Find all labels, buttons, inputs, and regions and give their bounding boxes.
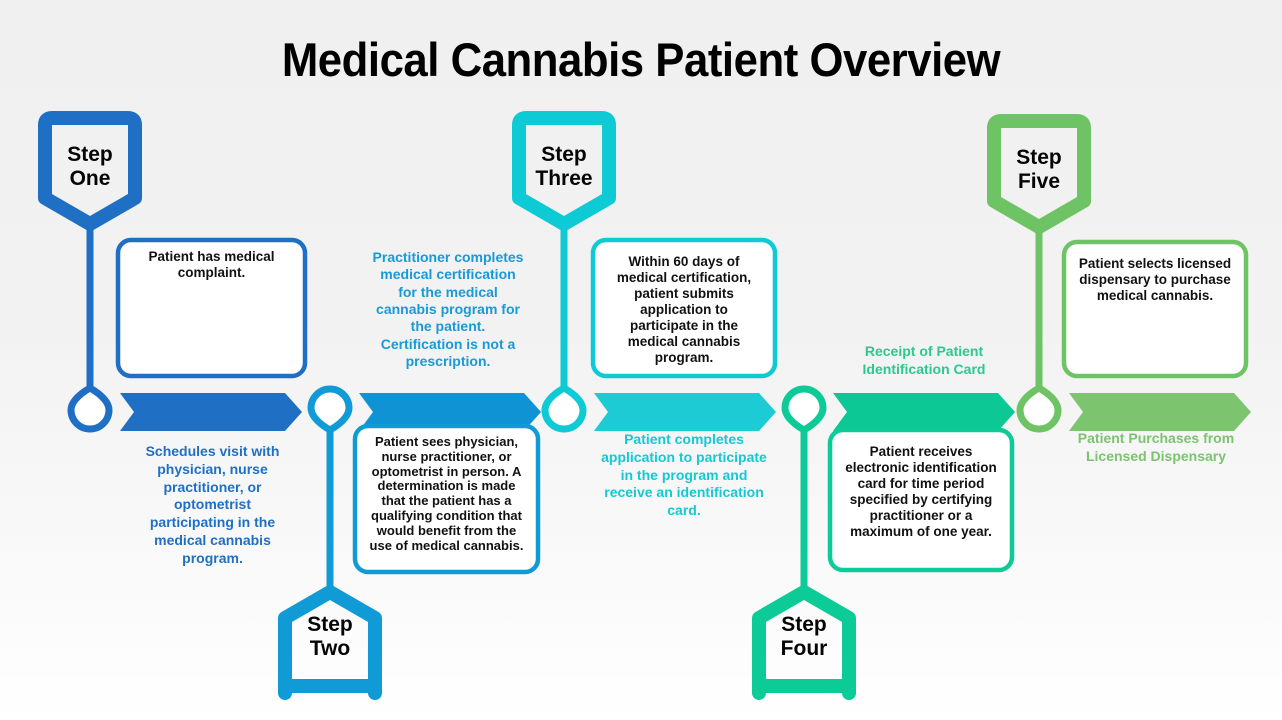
step-one-card: Patient has medical complaint. <box>118 240 305 376</box>
step-four-group <box>752 385 1015 700</box>
step-one-card-outline <box>115 237 308 379</box>
step-two-group <box>278 385 541 700</box>
step-two-card-outline <box>352 423 541 575</box>
step-four-caption: Receipt of Patient Identification Card <box>862 343 986 377</box>
step-four-marker[interactable] <box>752 585 856 700</box>
step-five-caption: Patient Purchases from Licensed Dispensa… <box>1077 430 1235 464</box>
step-four-card-outline <box>827 427 1015 573</box>
step-five-chevron[interactable] <box>1069 393 1251 431</box>
step-two-card-text: Patient sees physician, nurse practition… <box>369 434 524 553</box>
step-one-caption: Schedules visit with physician, nurse pr… <box>145 443 280 566</box>
step-one-connector-ring <box>67 383 113 433</box>
step-four-card: Patient receives electronic identificati… <box>830 430 1012 570</box>
step-three-card-text: Within 60 days of medical certification,… <box>616 254 752 365</box>
step-five-card-text: Patient selects licensed dispensary to p… <box>1078 256 1232 303</box>
step-four-card-text: Patient receives electronic identificati… <box>845 444 997 539</box>
step-two-caption: Practitioner completes medical certifica… <box>372 249 524 370</box>
step-one-marker[interactable] <box>38 111 142 231</box>
step-three-caption: Patient completes application to partici… <box>601 431 767 519</box>
step-five-connector-ring <box>1016 383 1062 433</box>
step-three-connector-ring <box>541 383 587 433</box>
step-two-card: Patient sees physician, nurse practition… <box>355 426 538 572</box>
step-four-chevron[interactable] <box>833 393 1015 431</box>
step-two-marker[interactable] <box>278 585 382 700</box>
step-three-card-outline <box>590 237 778 379</box>
step-five-card: Patient selects licensed dispensary to p… <box>1064 242 1246 376</box>
step-two-chevron[interactable] <box>359 393 541 431</box>
step-three-card: Within 60 days of medical certification,… <box>593 240 775 376</box>
step-two-connector-ring <box>307 385 353 435</box>
step-five-card-outline <box>1061 239 1249 379</box>
step-five-marker[interactable] <box>987 114 1091 234</box>
step-one-group <box>38 111 308 433</box>
step-three-marker[interactable] <box>512 111 616 231</box>
step-one-chevron[interactable] <box>120 393 302 431</box>
step-three-group <box>512 111 778 433</box>
step-five-group <box>987 114 1251 433</box>
step-one-card-text: Patient has medical complaint. <box>148 249 275 280</box>
step-three-chevron[interactable] <box>594 393 776 431</box>
step-four-connector-ring <box>781 385 827 435</box>
page-title: Medical Cannabis Patient Overview <box>281 33 1001 86</box>
